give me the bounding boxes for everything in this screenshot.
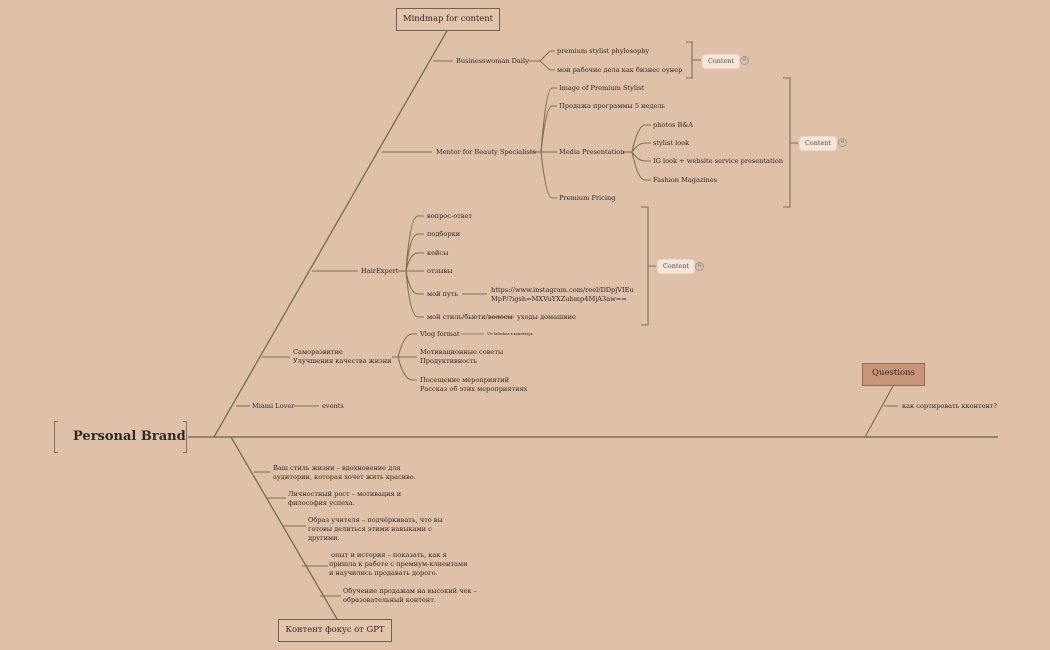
vlog-note[interactable]: Vlo linkedina в коментарь xyxy=(487,332,533,336)
topic-home-care[interactable]: уходы домашние xyxy=(517,313,576,321)
collapse-icon[interactable]: ⊖ xyxy=(740,56,749,65)
branch-hairexpert[interactable]: HairExpert xyxy=(361,267,399,275)
gpt-line: другими. xyxy=(308,534,340,542)
branch-miami-lover[interactable]: Miami Lover xyxy=(252,402,295,410)
events-line1: Посещение мероприятий xyxy=(420,376,509,384)
topic-reviews[interactable]: отзывы xyxy=(427,267,453,275)
events-line2: Рассказ об этих мероприятиях xyxy=(420,385,528,393)
topic-program-sale[interactable]: Продажа программы 5 недель xyxy=(559,102,666,110)
topic-motivation[interactable]: Мотивационные советы Продуктивность xyxy=(420,348,503,366)
gpt-line: Образ учителя – подчёркивать, что вы xyxy=(308,516,443,524)
gpt-item-growth[interactable]: Личностный рост – мотивация и философия … xyxy=(288,490,401,508)
instagram-link[interactable]: https://www.instagram.com/reel/DDpjVIEuM… xyxy=(491,286,634,304)
topic-my-path[interactable]: мой путь xyxy=(427,290,459,298)
gpt-line: философия успеха. xyxy=(288,499,355,507)
gpt-line: Ваш стиль жизни – вдохновение для xyxy=(273,464,401,472)
topic-premium-stylist-philosophy[interactable]: premium stylist phylosophy xyxy=(557,47,650,55)
gpt-line: Личностный рост – мотивация и xyxy=(288,490,402,498)
central-bracket-right xyxy=(183,421,187,453)
topic-qa[interactable]: вопрос-ответ xyxy=(427,212,473,220)
gpt-item-teacher[interactable]: Образ учителя – подчёркивать, что вы гот… xyxy=(308,516,443,543)
gpt-line: опыт и история – показать, как я xyxy=(329,551,447,559)
summary-content-pill[interactable]: Content xyxy=(799,136,837,151)
branch-businesswoman-daily[interactable]: Businesswoman Daily xyxy=(456,57,529,65)
summary-content-pill[interactable]: Content xyxy=(702,54,740,69)
topic-media-presentation[interactable]: Media Presentation xyxy=(559,148,625,156)
gpt-line: пришла к работе с премиум-клиентами xyxy=(329,560,468,568)
topic-ig-look[interactable]: IG look + website service presentation xyxy=(653,157,783,165)
gpt-item-lifestyle[interactable]: Ваш стиль жизни – вдохновение для аудито… xyxy=(273,464,416,482)
questions-box[interactable]: Questions xyxy=(862,363,925,386)
topic-events-attend[interactable]: Посещение мероприятий Рассказ об этих ме… xyxy=(420,376,527,394)
gpt-line: Обучение продажам на высокий чек – xyxy=(343,587,477,595)
topic-business-owner-tasks[interactable]: мои рабочие дела как бизнес оунер xyxy=(557,66,683,74)
motivation-line2: Продуктивность xyxy=(420,357,478,365)
gpt-item-sales-training[interactable]: Обучение продажам на высокий чек – образ… xyxy=(343,587,477,605)
topic-premium-pricing[interactable]: Premium Pricing xyxy=(559,194,616,202)
question-item[interactable]: как сортировать кконтент? xyxy=(902,402,998,410)
gpt-item-experience[interactable]: опыт и история – показать, как я пришла … xyxy=(329,551,467,578)
motivation-line1: Мотивационные советы xyxy=(420,348,504,356)
topic-cases[interactable]: кейсы xyxy=(427,249,449,257)
topic-events[interactable]: events xyxy=(322,402,344,410)
topic-fashion-magazines[interactable]: Fashion Magazines xyxy=(653,176,718,184)
collapse-icon[interactable]: ⊖ xyxy=(695,262,704,271)
gpt-line: готовы делиться этими навыками с xyxy=(308,525,432,533)
central-topic[interactable]: Personal Brand xyxy=(73,429,186,444)
gpt-focus-box[interactable]: Контент фокус от GPT xyxy=(278,619,392,642)
topic-image-premium-stylist[interactable]: Image of Premium Stylist xyxy=(559,84,645,92)
gpt-line: образовательный контент. xyxy=(343,596,436,604)
mindmap-title-box[interactable]: Mindmap for content xyxy=(396,8,500,31)
collapse-icon[interactable]: ⊖ xyxy=(838,138,847,147)
topic-vlog-format[interactable]: Vlog format xyxy=(420,330,460,338)
topic-stylist-look[interactable]: stylist look xyxy=(653,139,690,147)
topic-collections[interactable]: подборки xyxy=(427,230,461,238)
central-bracket-left xyxy=(54,421,58,453)
branch-mentor-beauty-specialists[interactable]: Mentor for Beauty Specialists xyxy=(436,148,536,156)
self-development-line2: Улучшения качества жизни xyxy=(293,357,392,365)
topic-photos-ba[interactable]: photos B&A xyxy=(653,121,694,129)
gpt-line: аудитории, которая хочет жить красиво. xyxy=(273,473,416,481)
summary-content-pill[interactable]: Content xyxy=(657,259,695,274)
branch-self-development[interactable]: Саморазвитие Улучшения качества жизни xyxy=(293,348,392,366)
gpt-line: и научились продавать дорого. xyxy=(329,569,438,577)
self-development-line1: Саморазвитие xyxy=(293,348,343,356)
topic-my-style[interactable]: мой стиль/бьюти/волосы xyxy=(427,313,513,321)
